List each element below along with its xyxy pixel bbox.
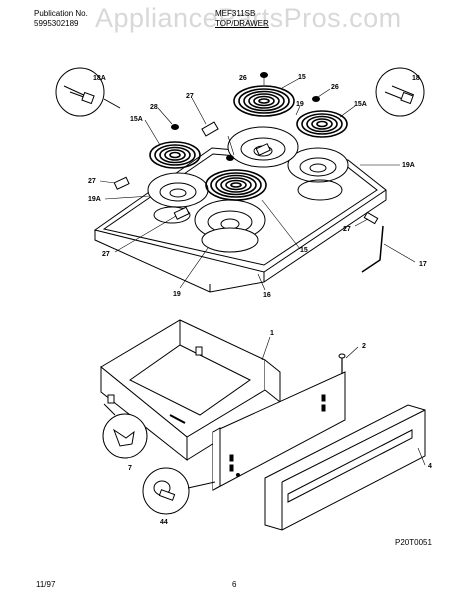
publication-label: Publication No. [34, 9, 88, 18]
detail-circle-left [55, 67, 121, 117]
element-right [296, 110, 348, 138]
callout-7: 7 [128, 465, 132, 472]
cooktop-opening-right [297, 179, 343, 201]
publication-number: 5995302189 [34, 19, 79, 28]
screw [338, 353, 346, 374]
callout-2: 2 [362, 343, 366, 350]
callout-19a-right: 19A [402, 162, 415, 169]
model-number: MEF311SB [215, 9, 256, 18]
callout-26-top: 26 [239, 75, 247, 82]
callout-28-left: 28 [150, 104, 158, 111]
callout-19-front: 19 [173, 291, 181, 298]
detail-circle-stop [142, 467, 216, 515]
detail-circle-glide [102, 403, 148, 459]
callout-26-right: 26 [331, 84, 339, 91]
callout-27-front-left: 27 [88, 178, 96, 185]
element-front-center [205, 169, 267, 201]
callout-18: 18 [412, 75, 420, 82]
drip-bowl-front [194, 199, 266, 253]
callout-27-right: 27 [343, 226, 351, 233]
callout-27-lower-left: 27 [102, 251, 110, 258]
leader-lines-drawer [261, 336, 426, 466]
callout-19a-left: 19A [88, 196, 101, 203]
footer-page: 6 [232, 580, 237, 589]
small-clips [171, 72, 320, 161]
leader-lines-top [99, 77, 416, 291]
callout-15-back: 15 [298, 74, 306, 81]
drip-bowl-left [147, 172, 209, 208]
callout-44: 44 [160, 519, 168, 526]
callout-18a: 18A [93, 75, 106, 82]
support-rod [361, 225, 384, 273]
callout-15a-right: 15A [354, 101, 367, 108]
callout-15-front: 15 [300, 247, 308, 254]
callout-1: 1 [270, 330, 274, 337]
callout-27-left: 27 [186, 93, 194, 100]
element-left [149, 141, 201, 169]
callout-15a-left: 15A [130, 116, 143, 123]
watermark: AppliancePartsPros.com [95, 3, 402, 33]
section-title: TOP/DRAWER [215, 19, 269, 28]
callout-16: 16 [263, 292, 271, 299]
drawer-inner-panel [212, 371, 346, 491]
callout-4: 4 [428, 463, 432, 470]
drawer-front-panel [264, 404, 426, 531]
diagram-code: P20T0051 [395, 538, 432, 547]
element-back-large [233, 85, 295, 117]
cooktop-opening-left [153, 206, 191, 224]
detail-circle-right [375, 67, 425, 117]
drip-bowl-right [287, 147, 349, 183]
callout-19-center: 19 [296, 101, 304, 108]
terminal-brackets [113, 121, 379, 225]
footer-date: 11/97 [36, 580, 56, 589]
callout-17: 17 [419, 261, 427, 268]
